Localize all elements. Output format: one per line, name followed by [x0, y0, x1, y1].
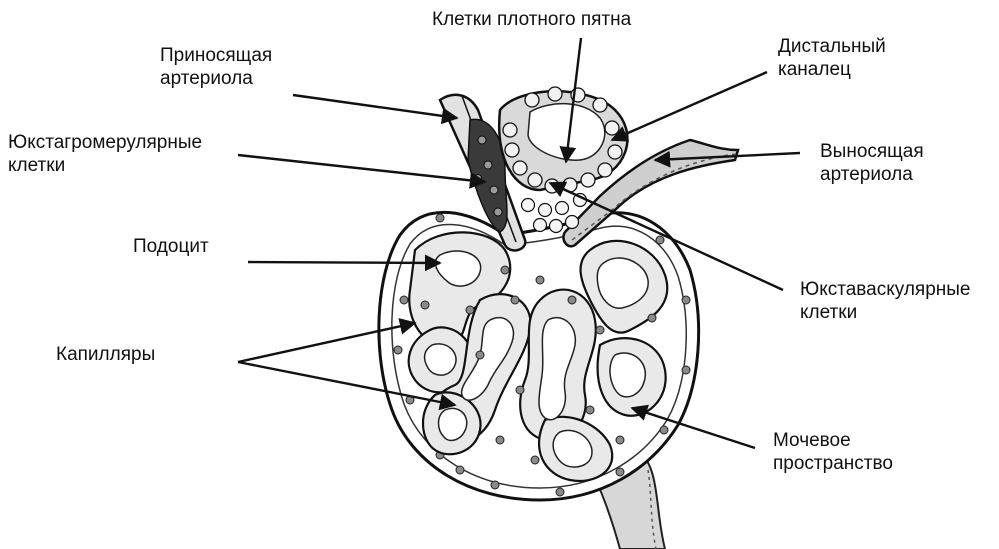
label-juxtaglomerular-cells: Юкстагромерулярные клетки — [8, 131, 202, 177]
label-afferent-arteriole-line1: Приносящая — [160, 44, 272, 67]
label-juxtaglomerular-line1: Юкстагромерулярные — [8, 131, 202, 154]
label-macula-densa-text: Клетки плотного пятна — [432, 8, 631, 31]
label-afferent-arteriole-line2: артериола — [160, 67, 272, 90]
label-distal-tubule-line2: каналец — [778, 58, 886, 81]
label-podocyte: Подоцит — [133, 235, 209, 258]
label-urinary-space: Мочевое пространство — [773, 429, 893, 475]
label-capillaries: Капилляры — [56, 343, 155, 366]
label-macula-densa: Клетки плотного пятна — [432, 8, 631, 31]
arrow-afferent-arteriole — [293, 95, 457, 118]
label-juxtavascular-cells: Юкставаскулярные клетки — [800, 278, 971, 324]
label-distal-tubule-line1: Дистальный — [778, 35, 886, 58]
label-efferent-arteriole: Выносящая артериола — [820, 140, 924, 186]
juxtavascular-cells — [522, 194, 587, 233]
label-distal-tubule: Дистальный каналец — [778, 35, 886, 81]
label-afferent-arteriole: Приносящая артериола — [160, 44, 272, 90]
label-juxtavascular-line2: клетки — [800, 301, 971, 324]
label-urinary-space-line2: пространство — [773, 452, 893, 475]
label-urinary-space-line1: Мочевое — [773, 429, 893, 452]
label-juxtaglomerular-line2: клетки — [8, 154, 202, 177]
label-efferent-arteriole-line2: артериола — [820, 163, 924, 186]
arrow-podocyte — [248, 262, 440, 263]
label-efferent-arteriole-line1: Выносящая — [820, 140, 924, 163]
label-capillaries-text: Капилляры — [56, 343, 155, 366]
arrow-distal-tubule — [612, 72, 767, 140]
label-juxtavascular-line1: Юкставаскулярные — [800, 278, 971, 301]
label-podocyte-text: Подоцит — [133, 235, 209, 258]
arrow-juxtaglomerular — [238, 155, 485, 182]
